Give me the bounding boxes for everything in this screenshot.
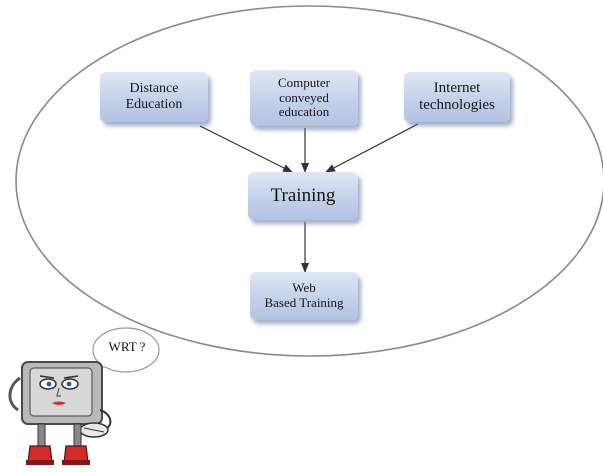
arrow-internet-to-training [325, 123, 419, 173]
arrow-distance-to-training [199, 125, 293, 173]
node-training-label: Training [270, 185, 336, 207]
node-computer-conveyed-education-label: Computer conveyed education [278, 74, 330, 120]
speech-bubble-text: WRT ? [108, 339, 146, 354]
node-distance-education-label: Distance Education [125, 80, 183, 112]
node-web-based-training: Web Based Training [250, 272, 358, 320]
node-computer-conveyed-education: Computer conveyed education [250, 70, 358, 126]
node-web-based-training-label: Web Based Training [264, 280, 344, 310]
node-internet-technologies-label: Internet technologies [419, 79, 495, 113]
computer-robot-mascot-icon [8, 361, 112, 465]
node-internet-technologies: Internet technologies [404, 72, 510, 122]
node-training: Training [248, 172, 358, 220]
node-distance-education: Distance Education [100, 72, 208, 122]
